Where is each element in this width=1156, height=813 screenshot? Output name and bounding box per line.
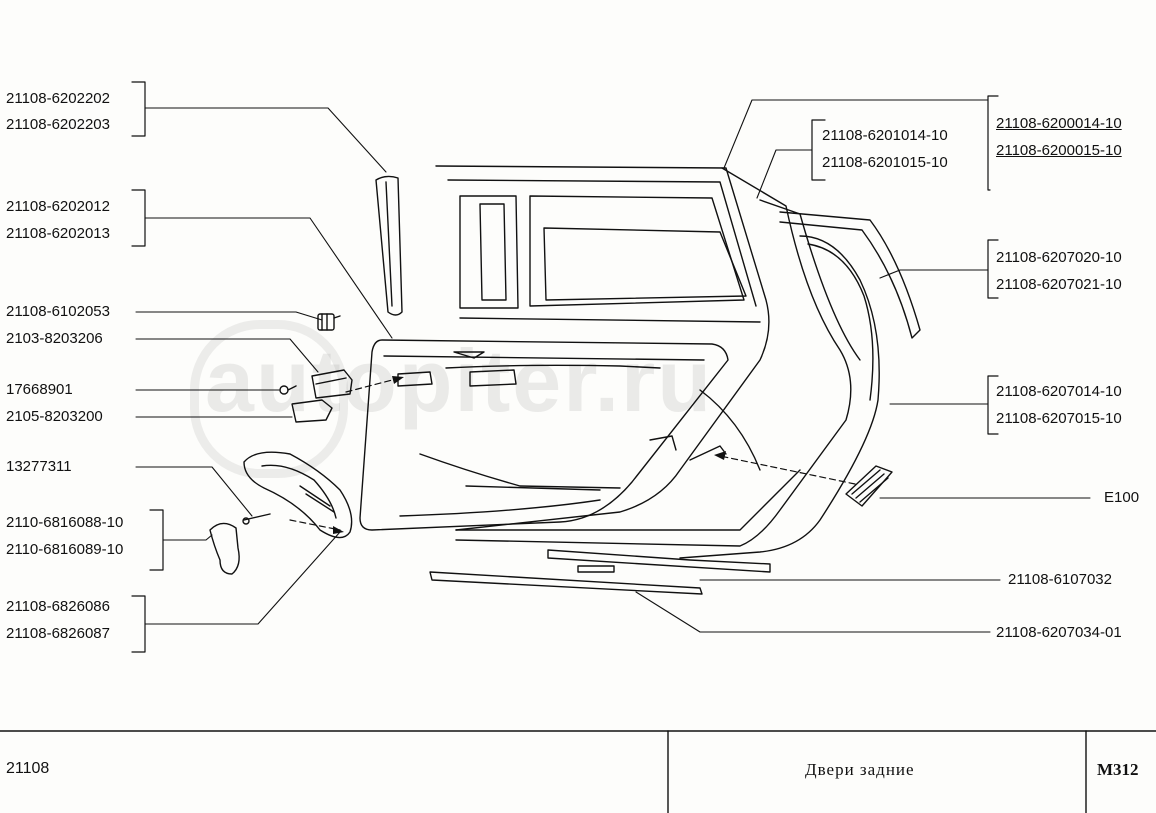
- part-label: 21108-6200015-10: [996, 142, 1122, 159]
- part-label: 17668901: [6, 381, 73, 398]
- part-label: 21108-6202012: [6, 198, 110, 215]
- dashed-assembly-lines: [289, 377, 856, 531]
- footer-title: Двери задние: [805, 760, 915, 779]
- screw-13277311: [242, 513, 271, 525]
- door-inner-frame: [435, 165, 801, 531]
- part-label: 2110-6816089-10: [6, 541, 124, 558]
- sill-molding-6207034: [429, 571, 703, 595]
- watermark-logo-icon: [190, 320, 348, 478]
- footer-frame: [0, 730, 1156, 813]
- footer-page-code: M312: [1097, 760, 1139, 779]
- part-label: 2110-6816088-10: [6, 514, 124, 531]
- armrest-cap-6816088: [209, 522, 240, 575]
- part-label: 13277311: [6, 458, 72, 475]
- clip-6102053: [317, 313, 341, 331]
- part-label: 21108-6826086: [6, 598, 110, 615]
- door-trim-panel: [359, 339, 729, 531]
- part-label: 21108-6201014-10: [822, 127, 948, 144]
- door-seal-strips: [679, 211, 921, 559]
- part-label: 21108-6826087: [6, 625, 110, 642]
- part-label: E100: [1104, 489, 1140, 506]
- part-label: 21108-6207034-01: [996, 624, 1122, 641]
- part-label: 21108-6207014-10: [996, 383, 1122, 400]
- screw-17668901: [279, 385, 297, 395]
- part-label: 21108-6201015-10: [822, 154, 948, 171]
- part-label: 21108-6202203: [6, 116, 110, 133]
- part-label: 21108-6202202: [6, 90, 110, 107]
- part-label: 21108-6207020-10: [996, 249, 1122, 266]
- vent-grille-e100: [845, 465, 893, 507]
- footer-model: 21108: [6, 760, 50, 777]
- part-label: 2105-8203200: [6, 408, 103, 425]
- armrest-6826086: [243, 451, 353, 539]
- part-label: 2103-8203206: [6, 330, 103, 347]
- window-channel-strip: [375, 175, 403, 316]
- part-label: 21108-6102053: [6, 303, 110, 320]
- part-label: 21108-6107032: [1008, 571, 1112, 588]
- right-brackets: [811, 95, 999, 435]
- part-label: 21108-6207021-10: [996, 276, 1122, 293]
- part-label: 21108-6202013: [6, 225, 110, 242]
- leader-lines: [135, 99, 1091, 633]
- sill-molding-6107032: [547, 549, 771, 573]
- part-label: 21108-6207015-10: [996, 410, 1122, 427]
- part-label: 21108-6200014-10: [996, 115, 1122, 132]
- arrow-heads: [333, 376, 726, 534]
- left-brackets: [131, 81, 164, 653]
- handle-trim-8203200: [291, 399, 333, 423]
- handle-inner-8203206: [311, 369, 353, 399]
